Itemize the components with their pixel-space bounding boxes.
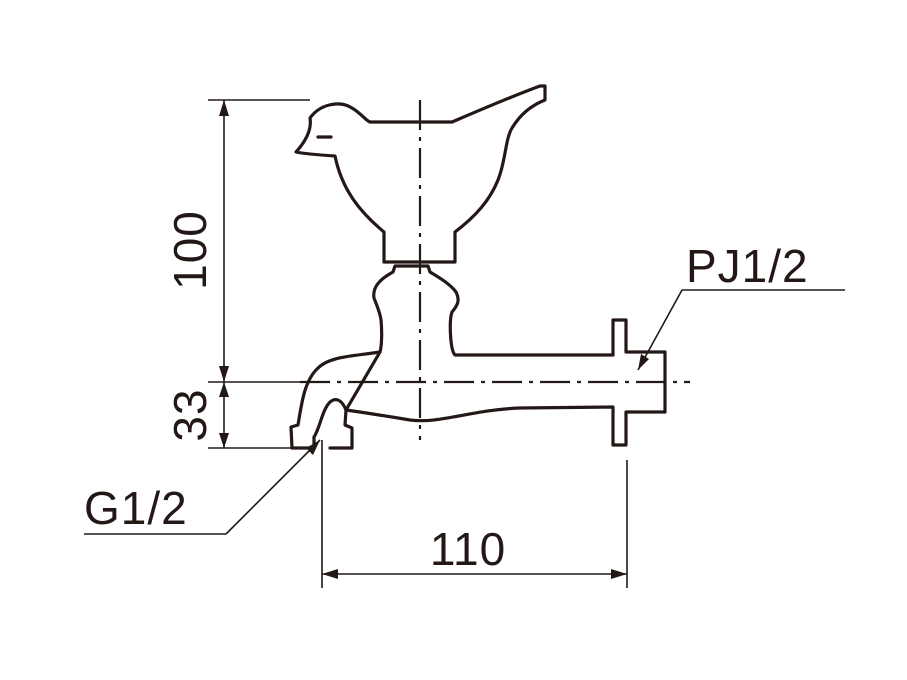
thread-label-pj12: PJ1/2: [686, 240, 809, 292]
dimension-label-100: 100: [164, 210, 216, 290]
dimension-100: 100: [164, 99, 310, 382]
leader-g12: G1/2: [84, 439, 321, 535]
faucet-spout: [289, 350, 382, 450]
dimension-33: 33: [164, 381, 300, 449]
dimension-110: 110: [321, 440, 628, 588]
faucet-pipe: [344, 264, 667, 447]
leader-pj12: PJ1/2: [637, 240, 845, 371]
dimension-label-33: 33: [164, 388, 216, 441]
dimension-label-110: 110: [430, 523, 506, 575]
faucet-body: [289, 84, 667, 450]
thread-label-g12: G1/2: [84, 482, 188, 534]
